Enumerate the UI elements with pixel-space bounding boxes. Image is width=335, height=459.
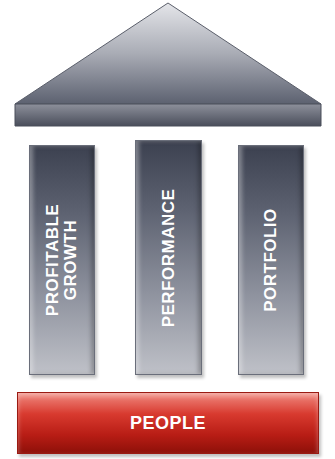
pillar-label: PEOPLE bbox=[18, 413, 318, 434]
roof-triangle bbox=[15, 3, 321, 104]
pillar-box: PORTFOLIO bbox=[238, 145, 304, 375]
foundation-bar: PEOPLE bbox=[17, 392, 319, 454]
pillar-label: PROFITABLE GROWTH bbox=[44, 195, 80, 325]
pillar-label: PERFORMANCE bbox=[160, 153, 178, 363]
pillar-label: PORTFOLIO bbox=[262, 155, 280, 365]
pillar-box: PERFORMANCE bbox=[135, 140, 202, 375]
roof-band bbox=[15, 104, 321, 126]
pillar-box: PROFITABLE GROWTH bbox=[29, 145, 95, 375]
